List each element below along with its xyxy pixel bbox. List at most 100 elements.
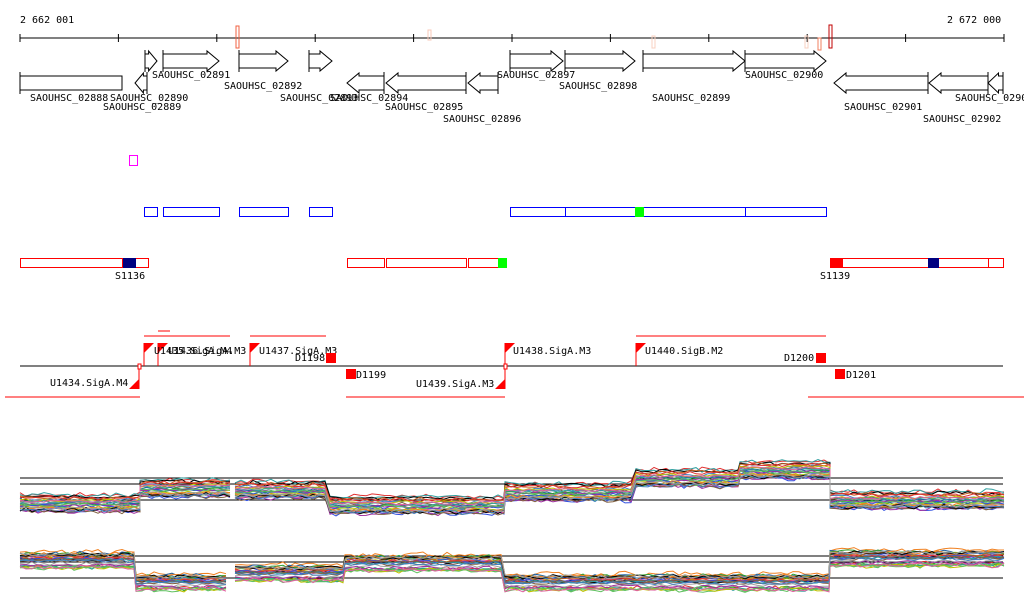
promoter-label[interactable]: U1440.SigB.M2 <box>645 346 723 357</box>
gene-SAOUHSC_02888[interactable]: SAOUHSC_02888 <box>19 72 123 104</box>
ruler-marker <box>235 25 240 49</box>
gene-label: SAOUHSC_02892 <box>224 81 302 92</box>
terminator-marker[interactable] <box>816 353 826 363</box>
magenta-feature[interactable] <box>129 155 138 166</box>
blue-feature[interactable] <box>745 207 827 217</box>
expression-trace <box>19 556 1005 586</box>
navy-feature[interactable] <box>928 258 939 268</box>
gene-arrow[interactable] <box>385 71 467 95</box>
expression-trace <box>19 558 1005 588</box>
gene-label: SAOUHSC_02896 <box>443 114 521 125</box>
gene-arrow[interactable] <box>928 71 989 95</box>
gene-SAOUHSC_02898[interactable]: SAOUHSC_02898 <box>559 49 637 92</box>
blue-feature[interactable] <box>510 207 566 217</box>
blue-feature[interactable] <box>643 207 746 217</box>
segment-start[interactable] <box>830 258 843 268</box>
promoter-label[interactable]: U1436.SigA.M3 <box>168 346 246 357</box>
segment-feature[interactable] <box>468 258 499 268</box>
gene-arrow[interactable] <box>238 49 289 73</box>
segment-label: S1139 <box>820 271 850 282</box>
gene-arrow[interactable] <box>144 49 158 73</box>
ruler-start-label: 2 662 001 <box>20 15 74 26</box>
promoter-label[interactable]: U1435.SigA.M4 <box>154 346 232 357</box>
gene-label: SAOUHSC_02890 <box>110 93 188 104</box>
segment-feature[interactable] <box>135 258 149 268</box>
terminator-marker[interactable] <box>835 369 845 379</box>
terminator-marker[interactable] <box>346 369 356 379</box>
blue-feature[interactable] <box>144 207 158 217</box>
gene-label: SAOUHSC_02895 <box>385 102 463 113</box>
gene-SAOUHSC_02900[interactable]: SAOUHSC_02900 <box>744 49 827 81</box>
expression-trace <box>19 473 1005 514</box>
expression-trace <box>19 562 1005 593</box>
terminator-marker[interactable] <box>326 353 336 363</box>
ruler: 2 662 001 2 672 000 <box>19 15 1005 51</box>
gene-label: SAOUHSC_02889 <box>103 102 181 113</box>
expression-trace <box>19 554 1005 584</box>
terminator-label[interactable]: D1199 <box>356 370 386 381</box>
gene-SAOUHSC_02902[interactable]: SAOUHSC_02902 <box>923 71 1001 125</box>
gene-arrow[interactable] <box>162 49 220 73</box>
ruler-end-label: 2 672 000 <box>947 15 1001 26</box>
gene-arrow[interactable] <box>744 49 827 73</box>
gene-SAOUHSC_02892[interactable]: SAOUHSC_02892 <box>224 49 302 92</box>
gene-SAOUHSC_02896[interactable]: SAOUHSC_02896 <box>443 71 521 125</box>
expression-trace <box>19 462 1005 503</box>
ruler-marker <box>817 37 822 51</box>
gene-arrow[interactable] <box>134 71 148 95</box>
gene-SAOUHSC_0290[interactable]: SAOUHSC_0290 <box>955 71 1024 104</box>
segment-feature[interactable] <box>988 258 1004 268</box>
gene-label: SAOUHSC_02897 <box>497 70 575 81</box>
segment-feature[interactable] <box>386 258 467 268</box>
gene-arrow[interactable] <box>833 71 929 95</box>
gene-SAOUHSC_02899[interactable]: SAOUHSC_02899 <box>642 49 746 104</box>
gene-SAOUHSC_02895[interactable]: SAOUHSC_02895 <box>385 71 467 113</box>
terminator-label[interactable]: D1200 <box>784 353 814 364</box>
gene-arrow[interactable] <box>642 49 746 73</box>
expression-trace <box>19 466 1005 506</box>
gene-arrow[interactable] <box>987 71 1004 95</box>
promoter-label[interactable]: U1434.SigA.M4 <box>50 378 128 389</box>
gene-label: SAOUHSC_0290 <box>955 93 1024 104</box>
gene-SAOUHSC_02894[interactable]: SAOUHSC_02894 <box>330 71 408 104</box>
ruler-marker <box>804 35 809 49</box>
gene-track: SAOUHSC_02888SAOUHSC_02889SAOUHSC_02890S… <box>19 49 1024 125</box>
blue-feature[interactable] <box>565 207 636 217</box>
segment-feature[interactable] <box>347 258 385 268</box>
gene-label: SAOUHSC_02893 <box>280 93 358 104</box>
blue-feature[interactable] <box>163 207 220 217</box>
green-feature[interactable] <box>635 207 644 217</box>
gene-arrow[interactable] <box>467 71 499 95</box>
green-feature[interactable] <box>498 258 507 268</box>
terminator-label[interactable]: D1201 <box>846 370 876 381</box>
gene-arrow[interactable] <box>308 49 333 73</box>
segment-feature[interactable] <box>842 258 929 268</box>
gene-arrow[interactable] <box>346 71 385 95</box>
gene-arrow[interactable] <box>509 49 564 73</box>
navy-feature[interactable] <box>123 258 136 268</box>
gene-SAOUHSC_02893[interactable]: SAOUHSC_02893 <box>280 49 358 104</box>
promoter-label[interactable]: U1439.SigA.M3 <box>416 379 494 390</box>
promoter-label[interactable]: U1438.SigA.M3 <box>513 346 591 357</box>
blue-feature[interactable] <box>309 207 333 217</box>
gene-label: SAOUHSC_02899 <box>652 93 730 104</box>
ruler-marker <box>651 35 656 49</box>
gene-arrow[interactable] <box>564 49 636 73</box>
gene-SAOUHSC_02891[interactable]: SAOUHSC_02891 <box>152 49 230 81</box>
promoter-label[interactable]: U1437.SigA.M3 <box>259 346 337 357</box>
gene-label: SAOUHSC_02888 <box>30 93 108 104</box>
expression-trace <box>19 549 1005 579</box>
gene-SAOUHSC_02890[interactable]: SAOUHSC_02890 <box>110 49 188 104</box>
expression-profiles <box>19 458 1005 593</box>
segment-feature[interactable] <box>938 258 989 268</box>
gene-arrow[interactable] <box>19 75 123 91</box>
terminator-label[interactable]: D1198 <box>295 353 325 364</box>
gene-SAOUHSC_02901[interactable]: SAOUHSC_02901 <box>833 71 929 113</box>
expression-trace <box>19 562 1005 593</box>
segment-feature[interactable] <box>20 258 123 268</box>
gene-SAOUHSC_02897[interactable]: SAOUHSC_02897 <box>497 49 575 81</box>
blue-feature[interactable] <box>239 207 289 217</box>
gene-SAOUHSC_02889[interactable]: SAOUHSC_02889 <box>103 71 181 113</box>
